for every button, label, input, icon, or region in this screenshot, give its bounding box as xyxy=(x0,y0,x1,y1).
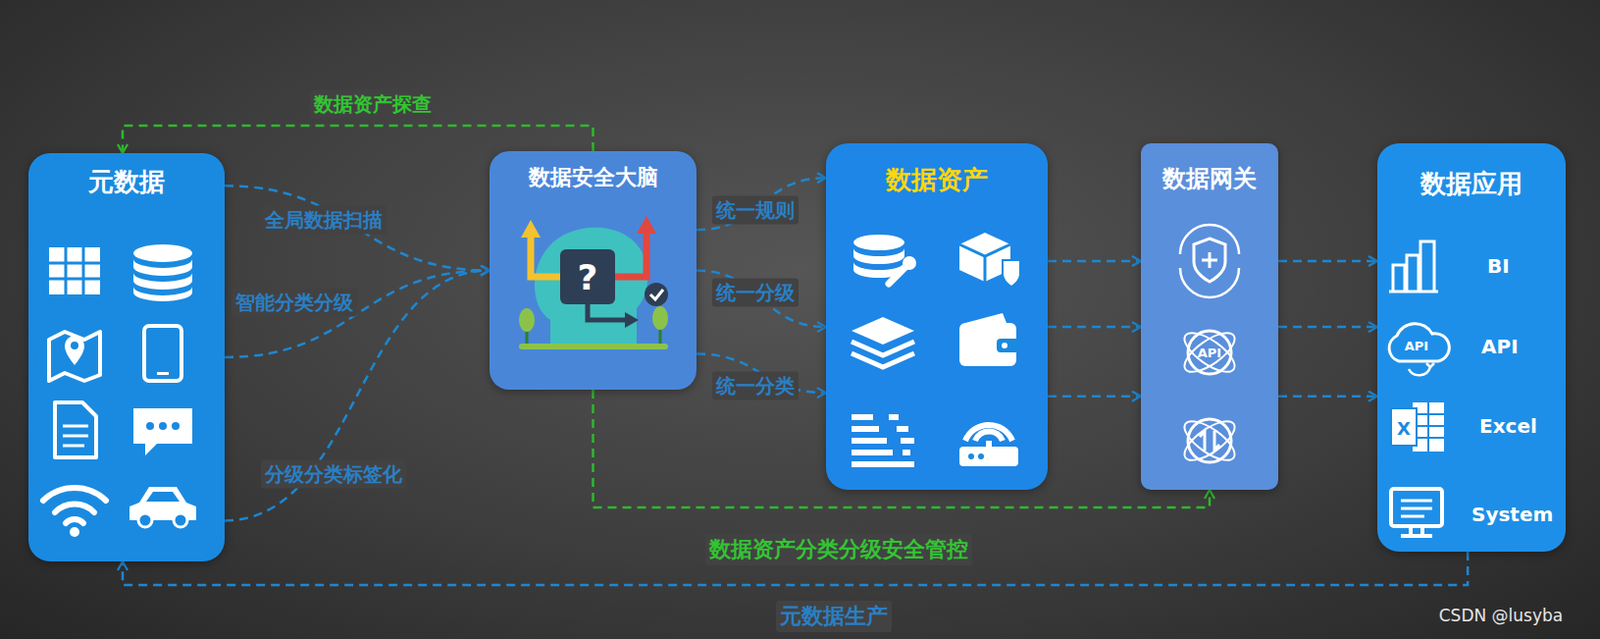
box-title: 元数据 xyxy=(28,164,225,200)
box-illustration xyxy=(28,153,225,562)
box-title: 数据网关 xyxy=(1140,162,1279,195)
dashed-connector xyxy=(1047,325,1141,329)
process-box: 数据资产 xyxy=(825,143,1048,490)
connector-label: 数据资产探查 xyxy=(309,90,436,119)
dashed-connector xyxy=(1047,259,1141,263)
dashed-connector xyxy=(1278,325,1378,329)
app-item-label: API xyxy=(1481,334,1519,359)
icon-text: X xyxy=(1396,417,1411,439)
box-title: 数据安全大脑 xyxy=(489,162,697,193)
connector-label: 统一分类 xyxy=(712,371,799,401)
connector-label: 全局数据扫描 xyxy=(260,206,387,235)
process-box: 数据网关 xyxy=(1140,143,1279,490)
dashed-connector xyxy=(696,177,826,230)
dashed-connector xyxy=(1047,394,1141,398)
dashed-connector xyxy=(224,270,490,359)
box-illustration xyxy=(825,143,1048,490)
connector-label: 统一规则 xyxy=(712,196,799,225)
app-item-label: System xyxy=(1471,502,1553,526)
process-box: 元数据 xyxy=(28,153,225,562)
dashed-connector xyxy=(1278,259,1378,263)
box-title: 数据资产 xyxy=(825,162,1048,198)
connector-label: 统一分级 xyxy=(712,278,799,308)
app-item-label: Excel xyxy=(1479,413,1538,438)
watermark: CSDN @lusyba xyxy=(1439,605,1564,625)
dashed-connector xyxy=(1278,394,1378,398)
question-mark: ? xyxy=(577,257,599,298)
dashed-connector xyxy=(224,185,490,270)
connector-label: 智能分类分级 xyxy=(231,288,358,317)
dashed-connector xyxy=(122,125,594,154)
icon-text: API xyxy=(1404,338,1429,354)
dashed-connector xyxy=(696,270,826,328)
connector-label: 数据资产分类分级安全管控 xyxy=(705,533,973,566)
connector-label: 元数据生产 xyxy=(775,600,892,632)
app-item-label: BI xyxy=(1487,254,1510,278)
connector-label: 分级分类标签化 xyxy=(260,460,407,489)
box-title: 数据应用 xyxy=(1377,166,1566,202)
dashed-connector xyxy=(224,270,490,521)
icon-text: API xyxy=(1197,345,1222,361)
box-illustration xyxy=(1140,143,1279,490)
